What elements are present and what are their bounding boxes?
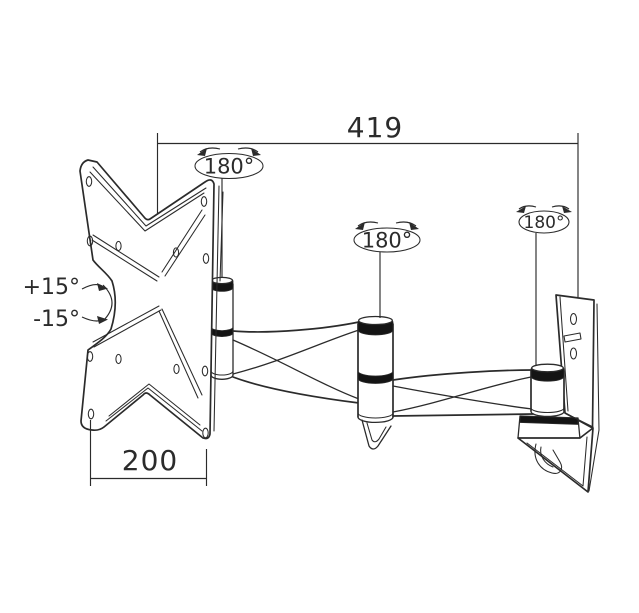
wall-plate-crease — [559, 296, 569, 412]
plate-crease-top-left — [91, 234, 160, 282]
tilt-down-arrowhead — [97, 316, 108, 324]
gusset-outline — [517, 427, 594, 493]
bracket-collar-band — [519, 415, 579, 425]
tilt-range-arc — [102, 284, 113, 322]
cable-hook-outer — [361, 419, 392, 450]
arm2-contour-1 — [392, 385, 533, 410]
arm-segment-2 — [392, 369, 534, 417]
rotation-arc-left — [518, 205, 537, 210]
wall-bracket-gusset — [517, 412, 600, 493]
gusset-hook-inner — [540, 446, 554, 468]
arm2-contour-2 — [392, 376, 532, 413]
rotation-arrows-icon — [516, 205, 572, 213]
screw-hole — [86, 235, 94, 247]
plate-hinge — [210, 276, 234, 380]
plate-bottom-notch-flange-1 — [105, 387, 203, 432]
tilt-down-arrow-icon — [81, 316, 108, 324]
screw-hole — [172, 247, 180, 258]
tilt-up-arrowhead — [97, 283, 108, 291]
swivel-mid-ellipse — [353, 227, 421, 253]
mid-hinge-rim — [357, 412, 394, 419]
arm1-contour-2 — [232, 329, 360, 375]
wall-plate-thickness — [596, 303, 600, 431]
arm1-top-edge — [232, 321, 360, 333]
rotation-arc-right — [395, 221, 417, 227]
swivel-badge-plate: 180° — [194, 147, 264, 278]
rotation-arc-right — [551, 205, 570, 210]
plate-screw-holes — [85, 176, 210, 439]
tilt-up-value: +15° — [23, 275, 80, 300]
cable-hook-inner — [366, 422, 387, 443]
swivel-plate-ellipse — [194, 152, 264, 180]
rotation-arrowhead-right — [409, 222, 419, 230]
rotation-arrowhead-right — [562, 206, 572, 213]
screw-hole — [200, 196, 208, 207]
mid-hinge-bottom — [357, 416, 394, 424]
swivel-badge-wall: 180° — [516, 205, 572, 366]
screw-hole — [201, 365, 209, 377]
plate-crease-top-right — [161, 209, 206, 277]
rotation-arrowhead-left — [197, 148, 207, 156]
vesa-plate-outline — [79, 159, 215, 440]
rotation-arrows-icon — [355, 221, 419, 230]
swivel-plate-value: 180° — [204, 155, 255, 179]
plate-hinge-bottom — [210, 374, 234, 380]
screw-hole — [86, 351, 94, 362]
mid-hinge-cap-top — [358, 315, 393, 326]
rotation-arrowhead-left — [355, 222, 365, 230]
wall-plate-slot — [563, 332, 582, 343]
gusset-right-thickness — [588, 429, 600, 492]
rotation-arrows-icon — [197, 147, 261, 156]
gusset-hook-outer — [534, 443, 563, 474]
wall-hinge — [530, 363, 565, 418]
swivel-wall-ellipse — [518, 210, 570, 234]
arm-segment-1 — [232, 321, 360, 404]
screw-hole — [115, 353, 122, 365]
tilt-range: +15° -15° — [23, 275, 113, 332]
plate-to-gusset-edge — [564, 412, 594, 428]
tilt-up-arrow-icon — [81, 283, 108, 291]
swivel-badge-mid: 180° — [353, 221, 421, 318]
wall-hinge-rim — [530, 407, 565, 414]
plate-hinge-cap-top — [210, 276, 234, 285]
mid-hinge-mid-band — [357, 370, 394, 384]
mid-hinge-body — [358, 319, 393, 419]
rotation-arc-left — [357, 221, 379, 227]
dim-419-value: 419 — [347, 111, 403, 144]
screw-hole — [85, 176, 93, 187]
swivel-mid-value: 180° — [362, 229, 413, 253]
screw-hole — [115, 240, 122, 252]
tilt-down-value: -15° — [33, 307, 80, 332]
screw-hole — [202, 427, 209, 439]
plate-bottom-notch-flange-2 — [108, 383, 201, 426]
screw-hole — [173, 363, 180, 375]
plate-top-notch-flange-2 — [89, 171, 205, 232]
gusset-inner-edge — [526, 436, 588, 487]
screw-hole — [87, 408, 95, 420]
vesa-plate — [79, 159, 224, 440]
arm2-top-edge — [392, 369, 534, 381]
dimension-200: 200 — [89, 420, 208, 486]
plate-top-notch-flange-1 — [92, 166, 207, 227]
plate-crease-bottom-left — [92, 305, 162, 348]
plate-hinge-body — [211, 279, 233, 376]
swivel-wall-value: 180° — [524, 213, 565, 233]
mid-hinge — [357, 315, 394, 450]
rotation-arc-right — [237, 147, 259, 153]
plate-edge-thickness-1 — [213, 185, 220, 432]
arm1-bottom-edge — [232, 376, 360, 404]
arm1-contour-1 — [232, 339, 360, 400]
wall-hinge-cap-top — [531, 363, 564, 373]
arm2-bottom-edge — [392, 413, 534, 417]
rotation-arc-left — [199, 147, 221, 153]
dim-200-value: 200 — [122, 444, 178, 477]
screw-hole — [202, 253, 210, 264]
wall-plate-hole-bottom — [569, 347, 578, 360]
rotation-arrowhead-left — [516, 206, 526, 213]
dimension-419: 419 — [156, 111, 579, 297]
rotation-arrowhead-right — [251, 148, 261, 156]
wall-plate-hole-top — [569, 312, 578, 326]
plate-crease-bottom-right — [158, 308, 203, 399]
